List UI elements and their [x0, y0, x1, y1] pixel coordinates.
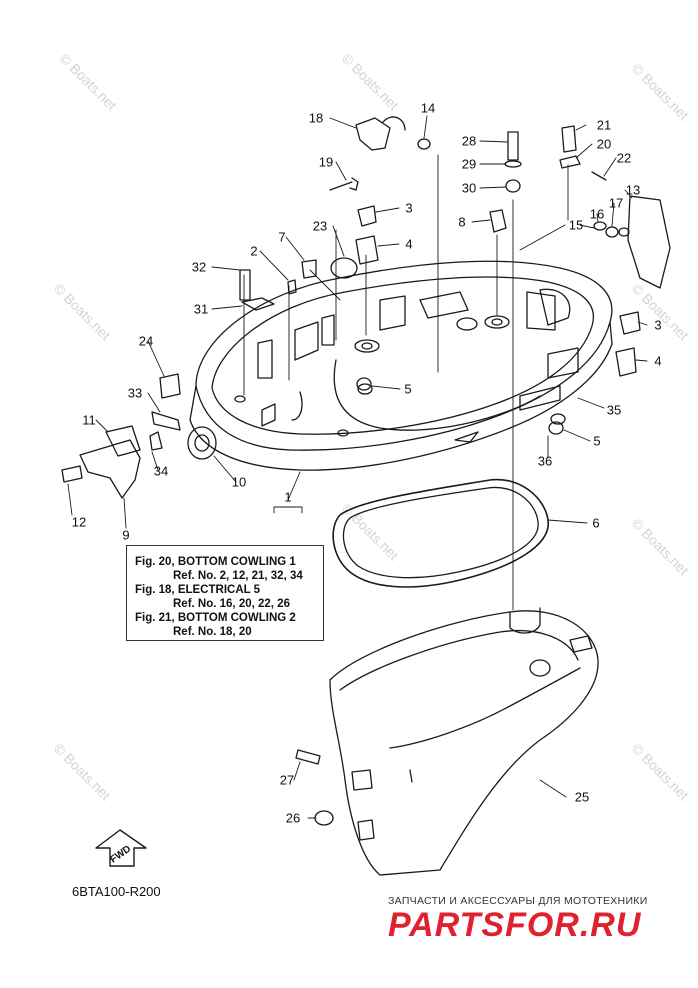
reference-box: Fig. 20, BOTTOM COWLING 1 Ref. No. 2, 12…: [126, 545, 324, 641]
callout-1: 1: [284, 489, 292, 505]
ref-line-5: Fig. 21, BOTTOM COWLING 2: [135, 612, 296, 624]
callout-8: 8: [458, 214, 466, 230]
callout-3: 3: [405, 200, 413, 216]
diagram-code: 6BTA100-R200: [72, 884, 161, 899]
ref-line-2: Ref. No. 2, 12, 21, 32, 34: [173, 570, 303, 582]
callout-17: 17: [608, 195, 624, 211]
callout-26: 26: [285, 810, 301, 826]
callout-2: 2: [250, 243, 258, 259]
callout-29: 30: [461, 180, 477, 196]
callout-33: 33: [127, 385, 143, 401]
callout-7: 7: [278, 229, 286, 245]
callout-25: 25: [574, 789, 590, 805]
callout-13: 13: [625, 182, 641, 198]
callout-30: 29: [461, 156, 477, 172]
callout-20: 20: [596, 136, 612, 152]
callout-22: 22: [616, 150, 632, 166]
callout-10: 10: [231, 474, 247, 490]
callout-36: 36: [537, 453, 553, 469]
callout-3: 3: [654, 317, 662, 333]
callout-12: 12: [71, 514, 87, 530]
callout-35: 35: [606, 402, 622, 418]
callout-21: 21: [596, 117, 612, 133]
rubber-seal: [332, 478, 549, 588]
callout-27: 27: [279, 772, 295, 788]
callout-14: 14: [420, 100, 436, 116]
callout-24: 24: [138, 333, 154, 349]
callout-28: 28: [461, 133, 477, 149]
callout-4: 4: [654, 353, 662, 369]
callout-6: 6: [592, 515, 600, 531]
callout-16: 16: [589, 206, 605, 222]
lower-cowling: [329, 607, 599, 876]
callout-11: 11: [82, 412, 96, 428]
fwd-arrow-shape: [95, 829, 147, 867]
ref-line-1: Fig. 20, BOTTOM COWLING 1: [135, 556, 296, 568]
small-parts: [61, 116, 671, 826]
callout-18: 18: [308, 110, 324, 126]
callout-5: 5: [404, 381, 412, 397]
callout-34: 34: [153, 463, 169, 479]
ref-line-3: Fig. 18, ELECTRICAL 5: [135, 584, 261, 596]
shop-logo: PARTSFOR.RU: [388, 906, 642, 944]
callout-15: 15: [568, 217, 584, 233]
ref-line-4: Ref. No. 16, 20, 22, 26: [173, 598, 290, 610]
shop-tagline: ЗАПЧАСТИ И АКСЕССУАРЫ ДЛЯ МОТОТЕХНИКИ: [388, 895, 648, 907]
callout-23: 23: [312, 218, 328, 234]
leader-lines: [67, 115, 648, 819]
callout-5: 5: [593, 433, 601, 449]
alignment-lines: [243, 154, 569, 611]
ref-line-6: Ref. No. 18, 20: [173, 626, 252, 638]
callout-4: 4: [405, 236, 413, 252]
callout-9: 9: [122, 527, 130, 543]
callout-19: 19: [318, 154, 334, 170]
callout-31: 31: [193, 301, 209, 317]
bottom-cowling-tray: [189, 260, 613, 471]
callout-32: 32: [191, 259, 207, 275]
